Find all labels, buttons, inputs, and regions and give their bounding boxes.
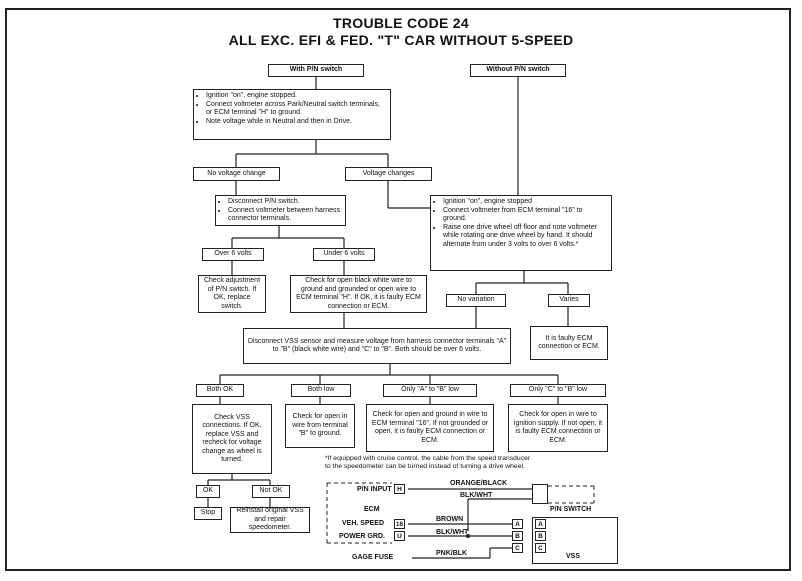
- ign-item: Connect voltmeter from ECM terminal "16"…: [443, 207, 608, 224]
- disconnect-pn-box: Disconnect P/N switch. Connect voltmeter…: [215, 195, 346, 226]
- pn-switch-connector: [532, 484, 548, 504]
- varies-box: Varies: [548, 294, 590, 307]
- harness-pin-a: A: [512, 519, 523, 529]
- step1-item: Note voltage while in Neutral and then i…: [206, 118, 387, 127]
- gage-fuse-label: GAGE FUSE: [352, 554, 394, 561]
- blk-wht-label-2: BLK/WHT: [436, 529, 469, 536]
- check-open-ground-box: Check for open and ground in wire to ECM…: [366, 404, 494, 452]
- harness-pin-b: B: [512, 531, 523, 541]
- title-line-1: TROUBLE CODE 24: [333, 15, 469, 31]
- diagram-frame: [5, 8, 791, 571]
- pnk-blk-label: PNK/BLK: [436, 550, 468, 557]
- ign-item: Raise one drive wheel off floor and note…: [443, 224, 608, 250]
- pn-input-label: P/N INPUT: [357, 486, 392, 493]
- vss-sensor-box: [532, 517, 618, 564]
- vss-label: VSS: [566, 553, 581, 560]
- step1-box: Ignition "on", engine stopped. Connect v…: [193, 89, 391, 140]
- title-line-2: ALL EXC. EFI & FED. "T" CAR WITHOUT 5-SP…: [228, 32, 574, 48]
- step1-item: Ignition "on", engine stopped.: [206, 92, 387, 101]
- cruise-control-footnote: *If equipped with cruise control, the ca…: [325, 455, 531, 470]
- brown-label: BROWN: [436, 516, 464, 523]
- ign-item: Ignition "on", engine stopped: [443, 198, 608, 207]
- disconnect-pn-item: Disconnect P/N switch.: [228, 198, 342, 207]
- vss-pin-a: A: [535, 519, 546, 529]
- veh-speed-label: VEH. SPEED: [342, 520, 385, 527]
- check-adjustment-box: Check adjustment of P/N switch. If OK, r…: [198, 275, 266, 313]
- ecm-label: ECM: [364, 506, 380, 513]
- orange-black-label: ORANGE/BLACK: [450, 480, 508, 487]
- both-ok-box: Both OK: [196, 384, 244, 397]
- check-open-black-box: Check for open black white wire to groun…: [290, 275, 427, 313]
- no-variation-box: No variation: [446, 294, 506, 307]
- no-voltage-change-box: No voltage change: [193, 167, 280, 181]
- vss-pin-b: B: [535, 531, 546, 541]
- ok-box: OK: [196, 485, 220, 498]
- blk-wht-label-1: BLK/WHT: [460, 492, 493, 499]
- power-grd-label: POWER GRD.: [339, 533, 385, 540]
- check-open-b-box: Check for open in wire from terminal "B"…: [285, 404, 355, 448]
- faulty-ecm-box: It is faulty ECM connection or ECM.: [530, 326, 608, 360]
- without-pn-switch-box: Without P/N switch: [470, 64, 566, 77]
- pin-h: H: [394, 484, 405, 494]
- step1-item: Connect voltmeter across Park/Neutral sw…: [206, 101, 387, 118]
- pin-u: U: [394, 531, 405, 541]
- not-ok-box: Not OK: [252, 485, 290, 498]
- ignition-on-right-box: Ignition "on", engine stopped Connect vo…: [430, 195, 612, 271]
- pn-switch-label: P/N SWITCH: [550, 506, 592, 513]
- disconnect-pn-item: Connect voltmeter between harness connec…: [228, 207, 342, 224]
- both-low-box: Both low: [291, 384, 351, 397]
- check-open-ignition-box: Check for open in wire to ignition suppl…: [508, 404, 608, 452]
- harness-pin-c: C: [512, 543, 523, 553]
- vss-pin-c: C: [535, 543, 546, 553]
- check-vss-box: Check VSS connections. If OK, replace VS…: [192, 404, 272, 474]
- over-6-volts-box: Over 6 volts: [202, 248, 264, 261]
- disconnect-vss-box: Disconnect VSS sensor and measure voltag…: [243, 328, 511, 364]
- voltage-changes-box: Voltage changes: [345, 167, 432, 181]
- pin-16: 16: [394, 519, 405, 529]
- only-ab-low-box: Only "A" to "B" low: [383, 384, 477, 397]
- reinstall-box: Reinstall original VSS and repair speedo…: [230, 507, 310, 533]
- with-pn-switch-box: With P/N switch: [268, 64, 364, 77]
- under-6-volts-box: Under 6 volts: [313, 248, 375, 261]
- only-cb-low-box: Only "C" to "B" low: [510, 384, 606, 397]
- stop-box: Stop: [194, 507, 222, 520]
